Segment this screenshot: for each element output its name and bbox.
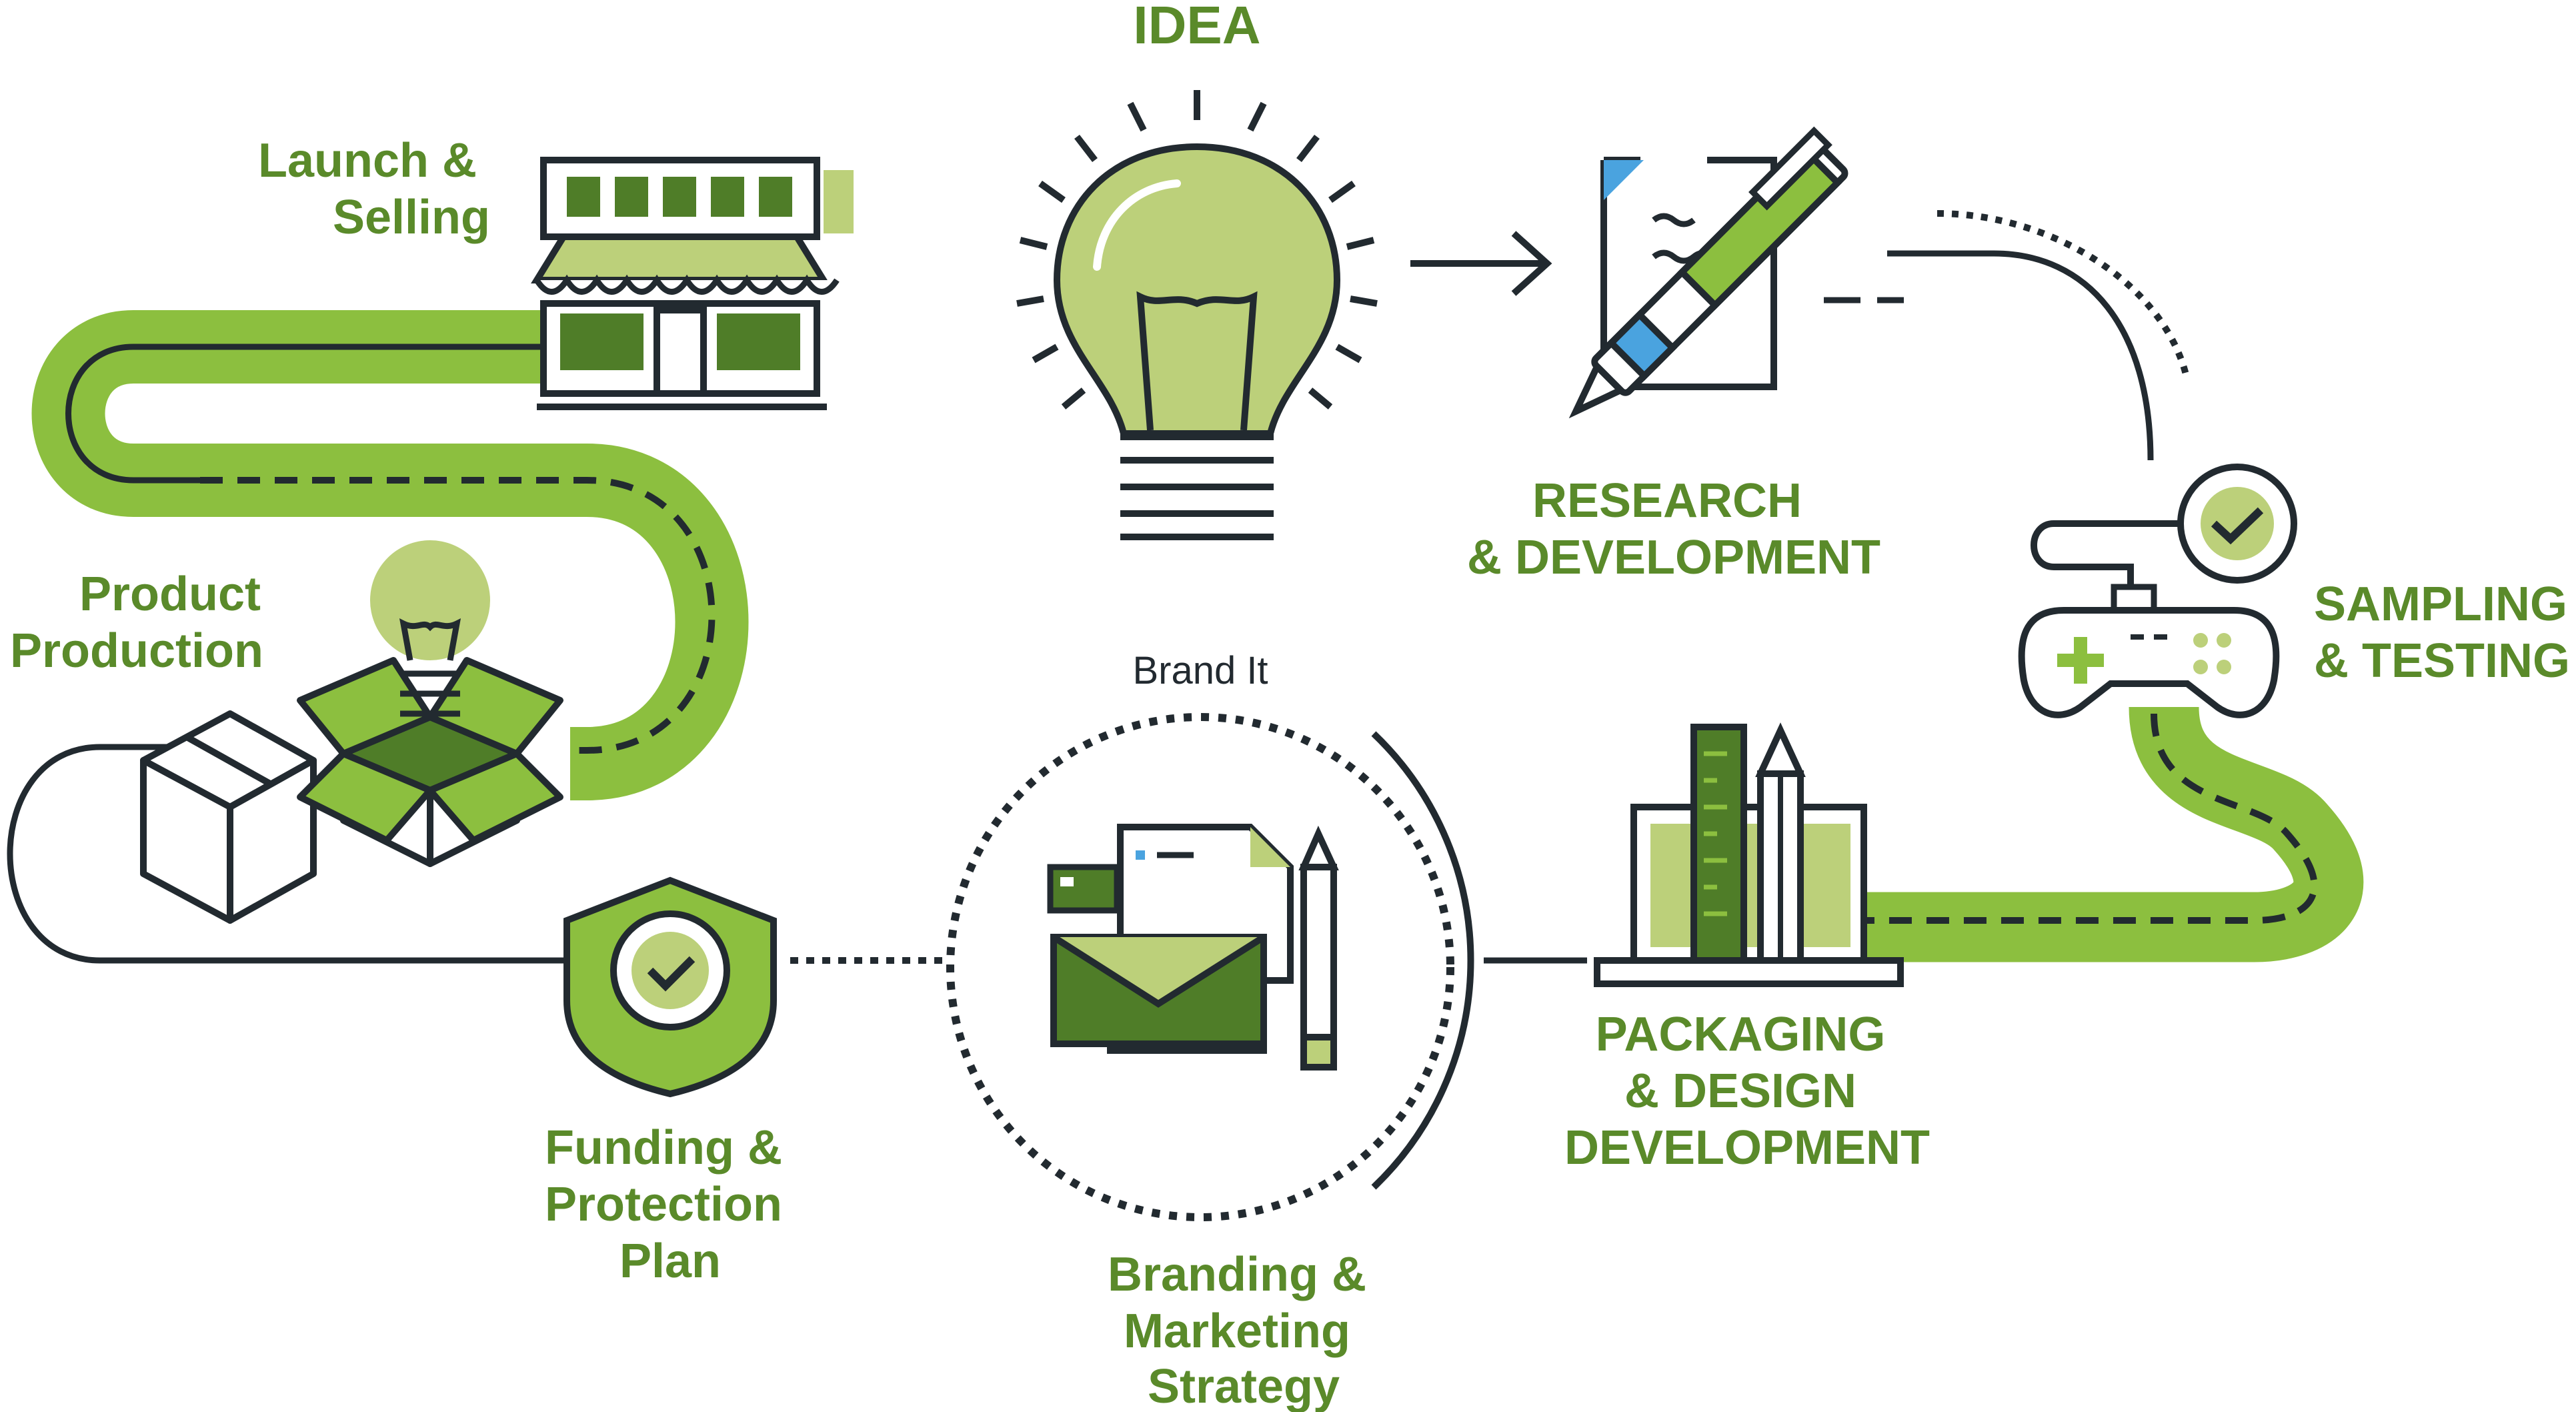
label-funding: Funding & Protection Plan xyxy=(545,1121,796,1288)
laptop-base xyxy=(1594,957,1904,987)
bulb-glass xyxy=(1053,143,1341,437)
document-pen-icon xyxy=(1568,126,1848,419)
label-research-line1: RESEARCH xyxy=(1532,474,1802,528)
label-research: RESEARCH & DEVELOPMENT xyxy=(1467,474,1880,584)
green-path-right xyxy=(1860,705,2364,962)
store-door xyxy=(654,307,707,397)
light-bulb-icon xyxy=(1016,90,1378,540)
brand-arc xyxy=(1371,731,1474,1190)
label-launch-line1: Launch & xyxy=(258,134,477,187)
label-production-line2: Production xyxy=(10,624,263,678)
game-controller-check-icon xyxy=(2018,464,2297,718)
label-launch-line2: Selling xyxy=(333,191,490,244)
label-sampling-line2: & TESTING xyxy=(2314,634,2570,688)
label-funding-line2: Protection xyxy=(545,1178,782,1231)
left-loop-line xyxy=(7,744,573,964)
label-branding-line3: Strategy xyxy=(1148,1360,1340,1412)
pen xyxy=(1568,126,1848,419)
store-awning xyxy=(531,233,830,283)
document-corner xyxy=(1604,160,1644,200)
label-sampling: SAMPLING & TESTING xyxy=(2314,578,2576,688)
envelope-pencil-icon xyxy=(946,713,1474,1221)
storefront-icon xyxy=(531,157,854,410)
bulb-filament xyxy=(1136,291,1258,431)
ruler xyxy=(1690,724,1747,964)
label-production: Product Production xyxy=(10,568,274,678)
label-sampling-line1: SAMPLING xyxy=(2314,578,2567,631)
label-packaging-line3: DEVELOPMENT xyxy=(1564,1121,1930,1175)
label-funding-line1: Funding & xyxy=(545,1121,782,1175)
label-packaging: PACKAGING & DESIGN DEVELOPMENT xyxy=(1564,1008,1930,1175)
arrow-head xyxy=(1511,231,1552,296)
boxes-bulb-icon xyxy=(140,540,563,924)
bulb-highlight xyxy=(1093,179,1181,271)
open-box xyxy=(297,657,563,867)
label-branding-line1: Branding & xyxy=(1108,1248,1366,1301)
label-packaging-line1: PACKAGING xyxy=(1596,1008,1886,1061)
controller-body xyxy=(2018,607,2280,718)
label-funding-line3: Plan xyxy=(619,1235,721,1288)
small-bulb-icon xyxy=(370,540,490,717)
shield-check-icon xyxy=(563,876,777,1098)
research-sampling-dotted-arc xyxy=(1937,210,2191,382)
path-line-top-solid xyxy=(65,343,540,484)
path-line-right-dashed xyxy=(1867,713,2318,924)
laptop-ruler-pencil-icon xyxy=(1594,722,1904,987)
label-brand-it: Brand It xyxy=(1132,649,1268,692)
research-sampling-arc xyxy=(1887,250,2154,461)
flow-paths xyxy=(7,210,2364,964)
closed-box xyxy=(140,710,317,924)
label-research-line2: & DEVELOPMENT xyxy=(1467,531,1880,584)
label-production-line1: Product xyxy=(79,568,261,621)
bulb-rays xyxy=(1016,90,1378,410)
controller-cable xyxy=(2031,520,2181,600)
label-idea: IDEA xyxy=(1133,0,1260,55)
label-launch: Launch & Selling xyxy=(258,134,490,244)
brand-dotted-circle xyxy=(946,713,1454,1221)
label-branding: Branding & Marketing Strategy xyxy=(1108,1248,1380,1412)
label-branding-line2: Marketing xyxy=(1124,1305,1350,1358)
label-packaging-line2: & DESIGN xyxy=(1624,1065,1856,1118)
